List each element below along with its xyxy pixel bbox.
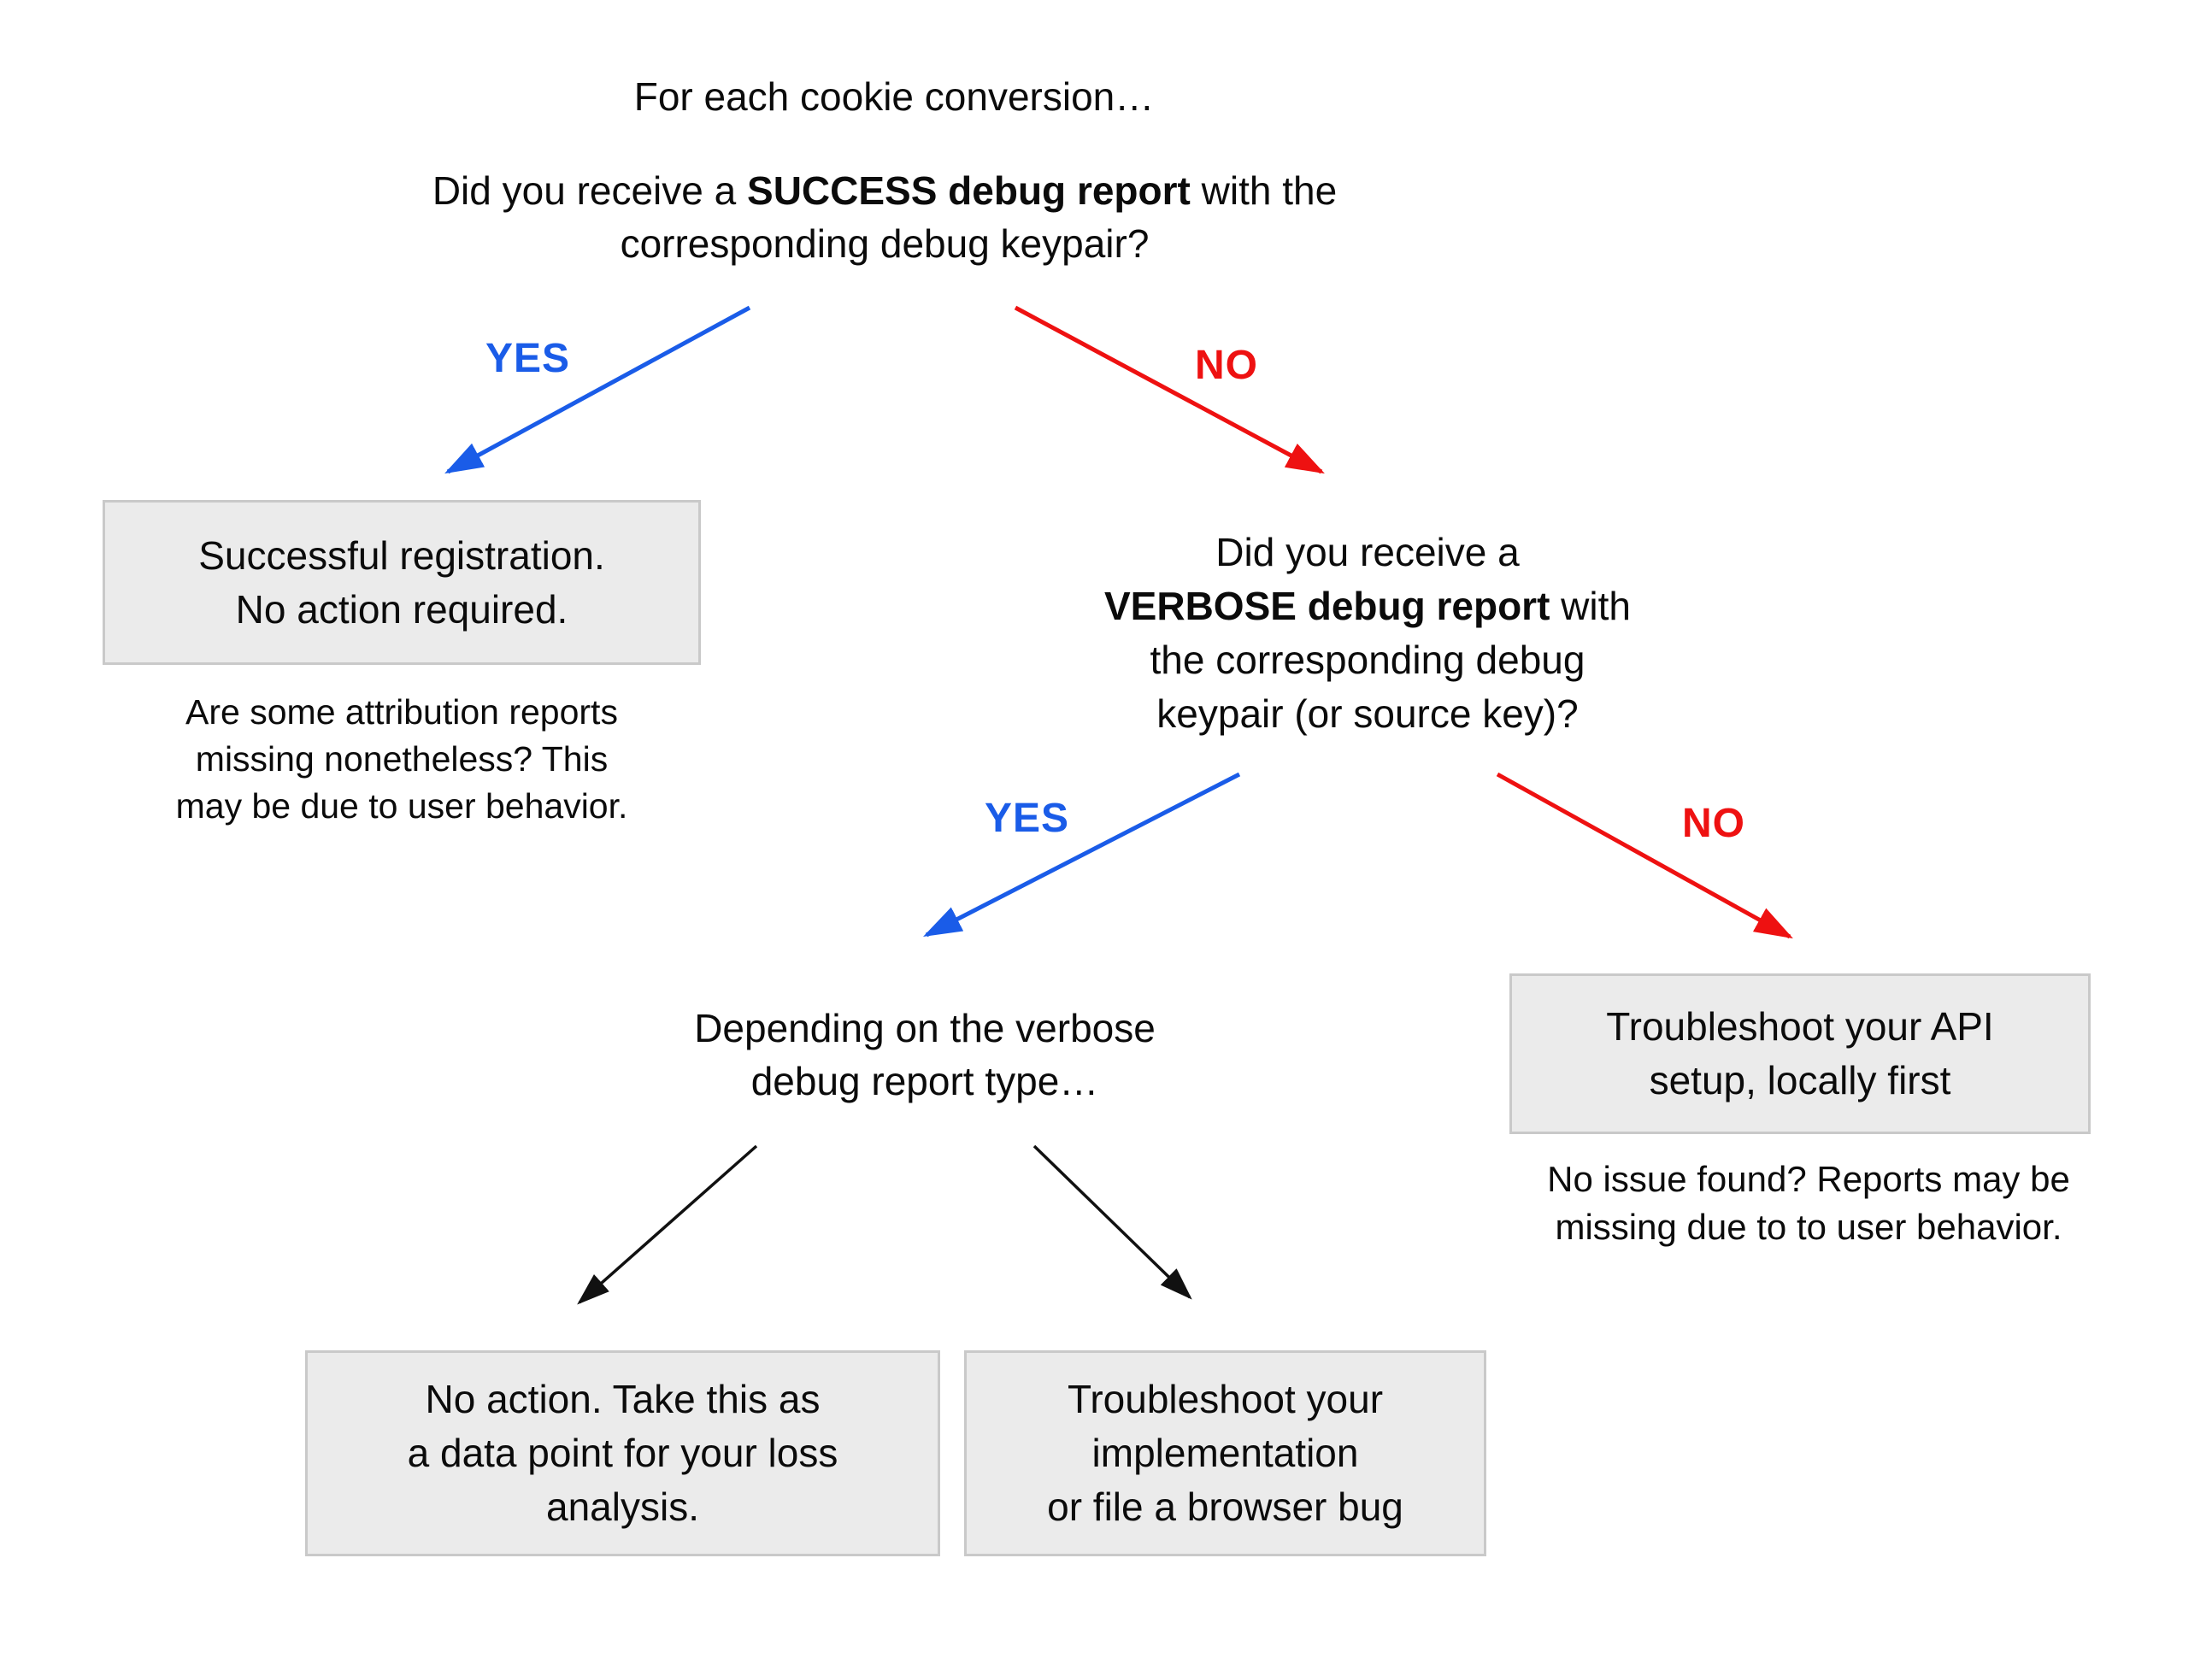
yes-label-2: YES bbox=[985, 796, 1070, 841]
verbose-question-line3: the corresponding debug bbox=[1150, 638, 1585, 682]
success-registration-box: Successful registration. No action requi… bbox=[103, 500, 701, 665]
api-note-line1: No issue found? Reports may be bbox=[1547, 1159, 2070, 1199]
depending-text: Depending on the verbose debug report ty… bbox=[497, 1002, 1352, 1108]
api-note: No issue found? Reports may be missing d… bbox=[1492, 1155, 2125, 1251]
no-arrow-2 bbox=[1496, 772, 1793, 939]
q1-bold: SUCCESS debug report bbox=[747, 168, 1191, 213]
implementation-box: Troubleshoot your implementation or file… bbox=[964, 1350, 1486, 1556]
depending-line2: debug report type… bbox=[750, 1059, 1099, 1103]
verbose-question-line2: VERBOSE debug report with bbox=[940, 579, 1795, 633]
impl-box-line2: implementation bbox=[1091, 1431, 1359, 1475]
success-note-line3: may be due to user behavior. bbox=[175, 786, 628, 826]
loss-box-line1: No action. Take this as bbox=[425, 1377, 821, 1421]
root-intro-text: For each cookie conversion… bbox=[633, 74, 1155, 119]
root-intro: For each cookie conversion… bbox=[338, 70, 1450, 123]
root-question: Did you receive a SUCCESS debug report w… bbox=[329, 164, 1440, 270]
no-label-1: NO bbox=[1195, 343, 1258, 388]
no-arrow-1 bbox=[1014, 305, 1325, 474]
verbose-left-arrow bbox=[577, 1144, 758, 1305]
q2-rest: with bbox=[1550, 584, 1631, 628]
verbose-question-line4: keypair (or source key)? bbox=[1156, 691, 1579, 736]
impl-box-line1: Troubleshoot your bbox=[1067, 1377, 1384, 1421]
verbose-question: Did you receive a VERBOSE debug report w… bbox=[940, 526, 1795, 741]
success-note-line1: Are some attribution reports bbox=[185, 692, 618, 732]
api-note-line2: missing due to to user behavior. bbox=[1555, 1207, 2062, 1247]
api-box-line1: Troubleshoot your API bbox=[1606, 1004, 1994, 1049]
success-box-line2: No action required. bbox=[235, 586, 568, 632]
root-question-line1: Did you receive a SUCCESS debug report w… bbox=[329, 164, 1440, 217]
impl-box-line3: or file a browser bug bbox=[1047, 1485, 1403, 1529]
loss-box-line3: analysis. bbox=[546, 1485, 699, 1529]
loss-analysis-box: No action. Take this as a data point for… bbox=[305, 1350, 940, 1556]
success-box-line1: Successful registration. bbox=[198, 532, 605, 578]
no-label-2: NO bbox=[1682, 801, 1745, 846]
success-note-line2: missing nonetheless? This bbox=[195, 739, 609, 779]
q1-pre: Did you receive a bbox=[432, 168, 748, 213]
loss-box-line2: a data point for your loss bbox=[407, 1431, 838, 1475]
verbose-right-arrow bbox=[1032, 1144, 1192, 1300]
api-troubleshoot-box: Troubleshoot your API setup, locally fir… bbox=[1509, 973, 2091, 1134]
root-question-line2: corresponding debug keypair? bbox=[620, 221, 1150, 266]
yes-arrow-1 bbox=[444, 305, 751, 474]
yes-arrow-2 bbox=[922, 772, 1241, 938]
success-note: Are some attribution reports missing non… bbox=[101, 689, 703, 830]
yes-label-1: YES bbox=[485, 336, 571, 381]
verbose-question-line1: Did you receive a bbox=[1215, 530, 1520, 574]
api-box-line2: setup, locally first bbox=[1649, 1058, 1951, 1102]
q2-bold: VERBOSE debug report bbox=[1104, 584, 1550, 628]
depending-line1: Depending on the verbose bbox=[694, 1006, 1156, 1050]
q1-post: with the bbox=[1190, 168, 1338, 213]
